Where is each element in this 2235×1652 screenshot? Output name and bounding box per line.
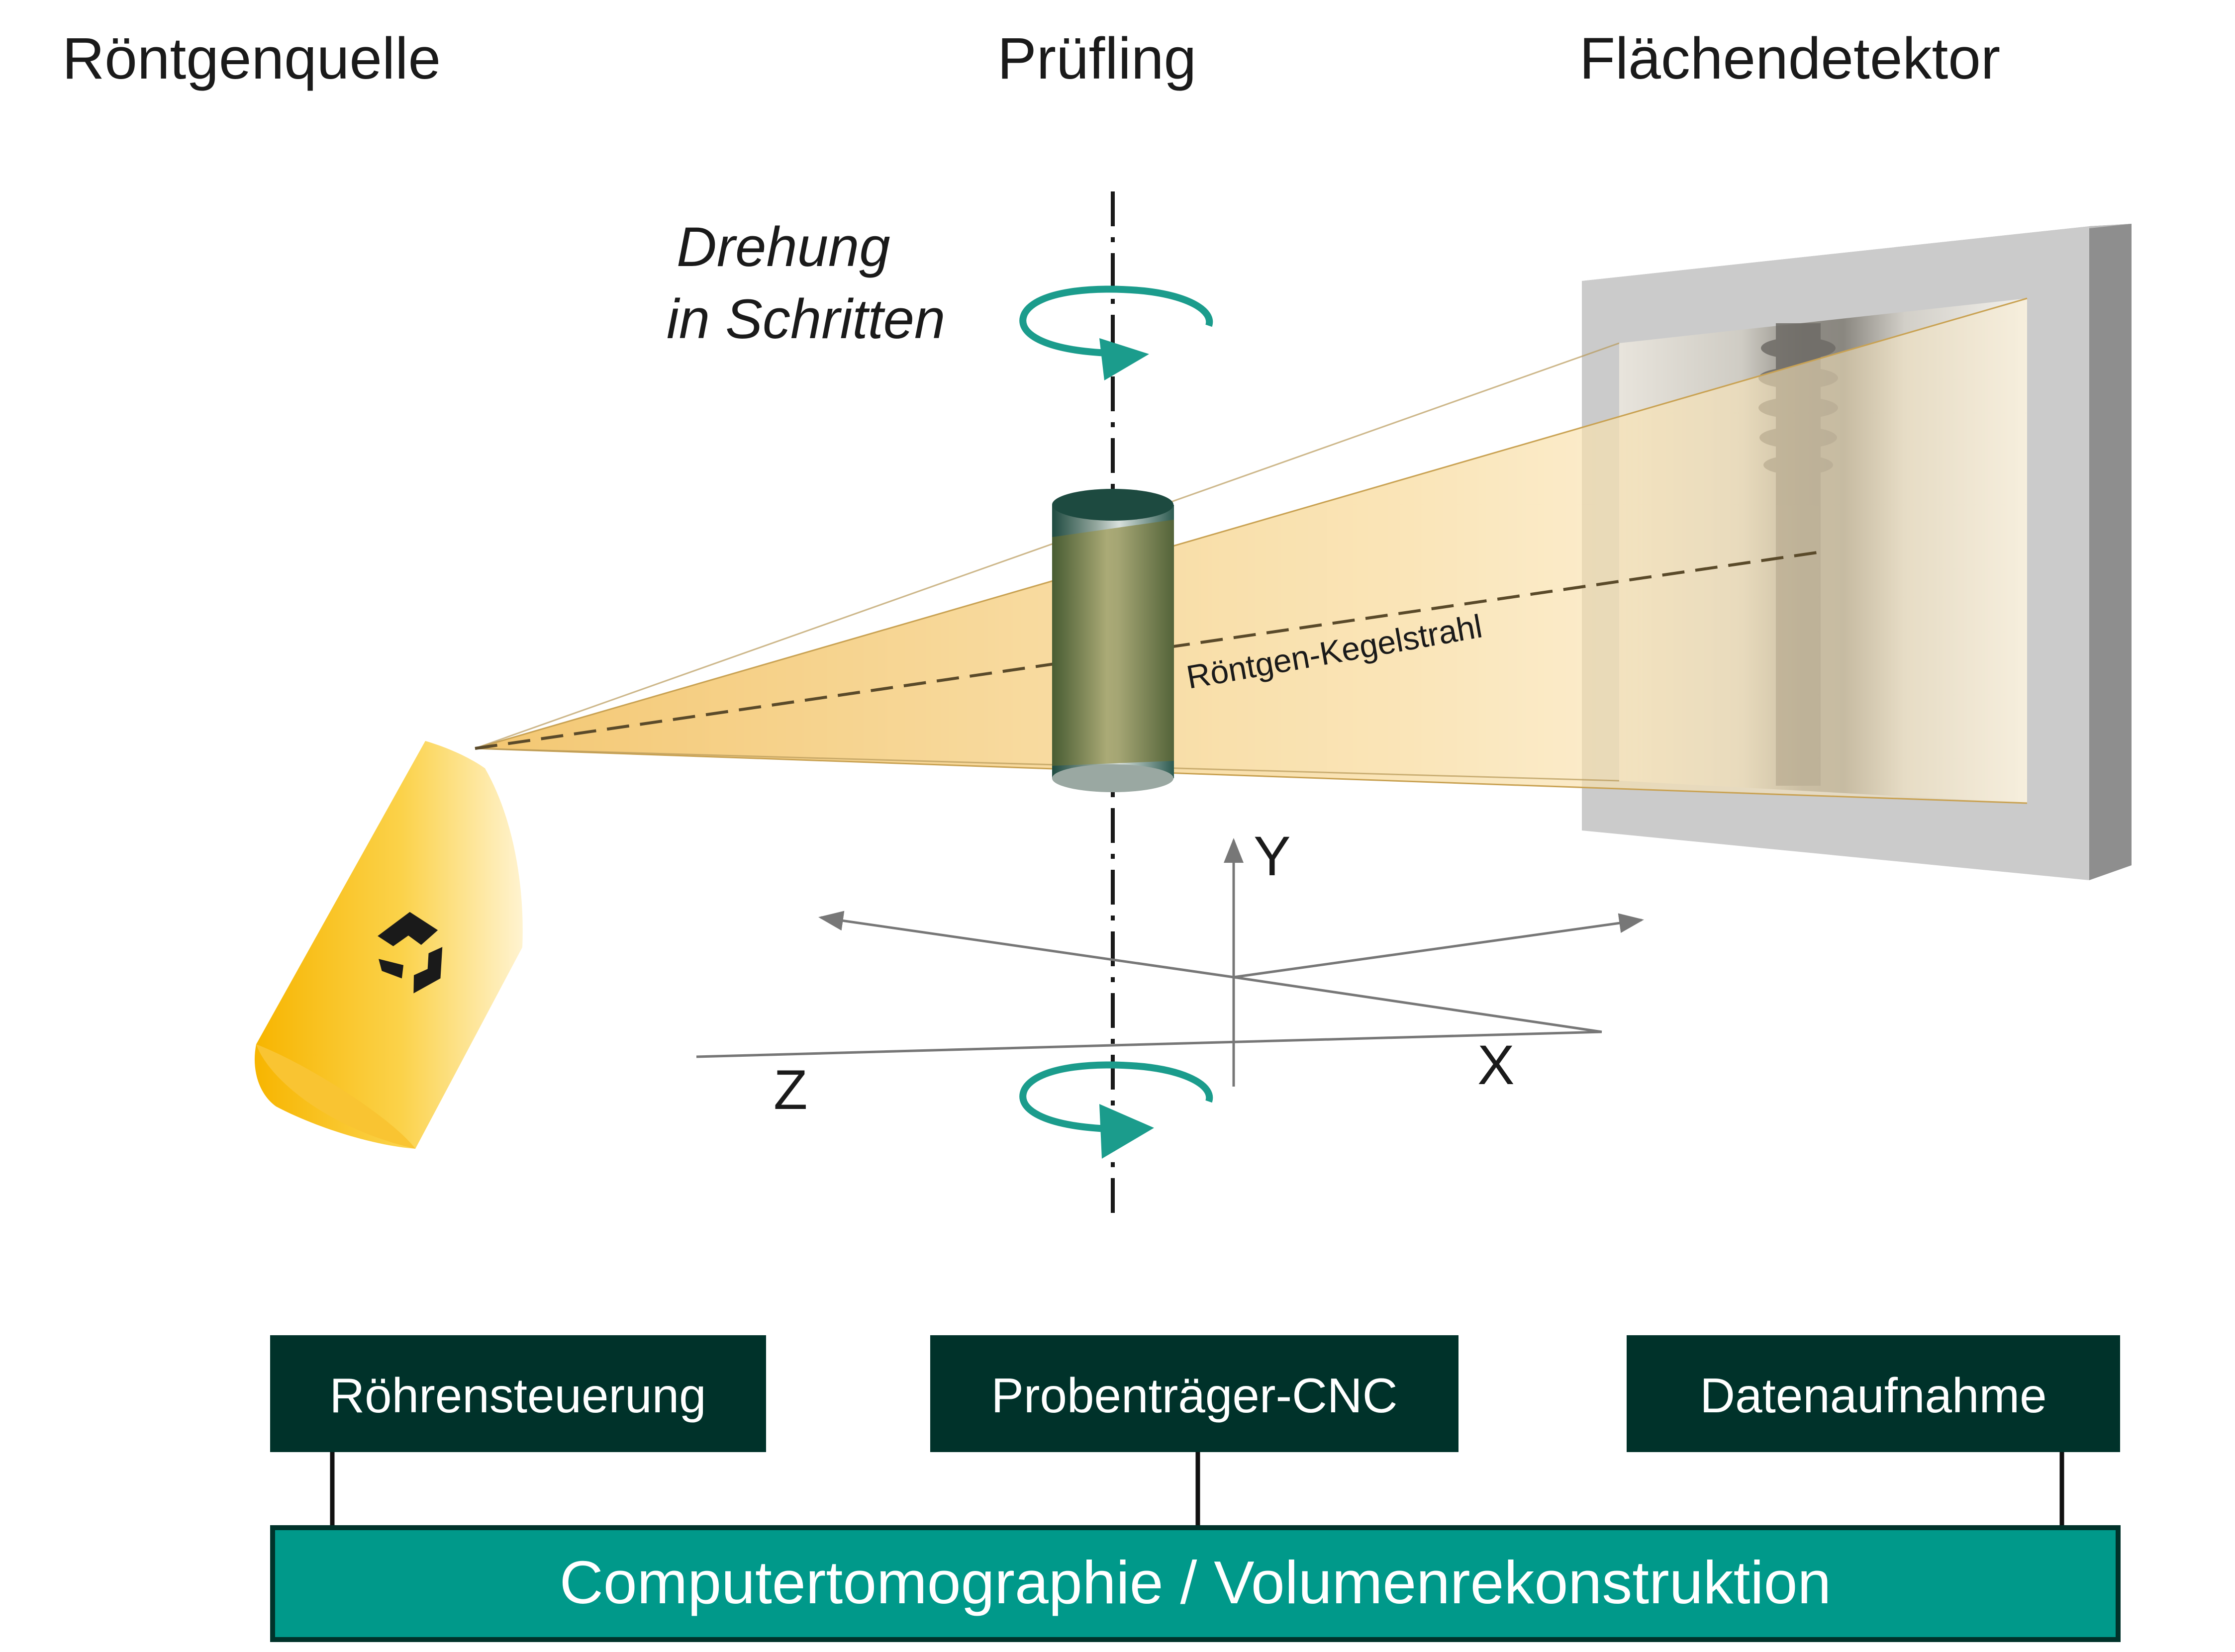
xray-tube — [254, 741, 523, 1149]
rotation-arrow-bottom-icon — [1019, 1061, 1213, 1159]
rotation-label-line1: Drehung — [677, 216, 890, 278]
control-box-data-label: Datenaufnahme — [1700, 1368, 2046, 1423]
connectors — [330, 1452, 2064, 1528]
control-box-tube-label: Röhrensteuerung — [329, 1368, 706, 1423]
specimen-cylinder — [1052, 489, 1174, 792]
ct-bar-label: Computertomographie / Volumenrekonstrukt… — [560, 1549, 1832, 1616]
axis-label-y: Y — [1254, 825, 1291, 887]
axis-label-x: X — [1477, 1034, 1515, 1096]
logo-icon — [378, 912, 443, 994]
control-box-cnc-label: Probenträger-CNC — [991, 1368, 1398, 1423]
header-detector: Flächendetektor — [1579, 26, 2000, 92]
coordinate-axes — [696, 838, 1644, 1087]
rotation-arrow-top-icon — [1019, 285, 1213, 380]
rotation-label-line2: in Schritten — [667, 288, 945, 350]
header-source: Röntgenquelle — [62, 26, 441, 92]
ct-reconstruction-bar: Computertomographie / Volumenrekonstrukt… — [270, 1525, 2121, 1642]
control-box-tube: Röhrensteuerung — [270, 1335, 766, 1452]
control-box-cnc: Probenträger-CNC — [930, 1335, 1458, 1452]
control-box-data: Datenaufnahme — [1627, 1335, 2120, 1452]
header-specimen: Prüfling — [997, 26, 1196, 92]
axis-label-z: Z — [774, 1059, 807, 1121]
xray-cone-beam — [475, 297, 2028, 804]
